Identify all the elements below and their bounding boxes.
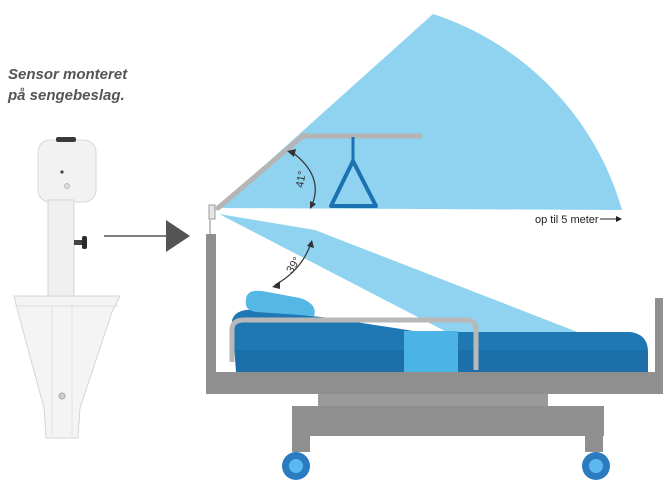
sensor-led xyxy=(60,170,64,174)
sensor-lens xyxy=(64,183,70,189)
wheel-leg-right xyxy=(585,434,603,452)
bed-side-rail xyxy=(229,317,479,370)
upper-angle-label: 41° xyxy=(294,170,309,188)
bed-bracket-plate xyxy=(13,295,121,439)
sensor-device xyxy=(13,137,121,439)
bed-frame-top xyxy=(206,372,663,394)
lower-angle-label: 39° xyxy=(284,255,303,275)
lower-angle-arrowhead-top xyxy=(307,240,314,248)
wheel-hub-right xyxy=(589,459,603,473)
sensor-top-cap xyxy=(56,137,76,142)
upper-detection-zone xyxy=(217,14,622,210)
bed-pillow xyxy=(245,290,315,316)
wheel-leg-left xyxy=(292,434,310,452)
upper-angle-arc xyxy=(291,151,316,206)
lower-angle-arrowhead-left xyxy=(272,281,280,289)
lower-detection-zone xyxy=(219,214,598,370)
upper-angle-marker xyxy=(287,149,316,209)
pointer-arrow xyxy=(104,220,190,252)
mounted-sensor-body xyxy=(208,204,216,220)
bed-lower-frame xyxy=(292,406,604,436)
trapeze-bar xyxy=(215,132,423,211)
clamp-knob-stem xyxy=(74,240,83,245)
caption-line-2: på sengebeslag. xyxy=(8,87,125,104)
hospital-bed xyxy=(206,234,663,480)
bed-underframe xyxy=(318,394,548,406)
sensor-caption: Sensor monteret på sengebeslag. xyxy=(8,64,208,106)
wheel-hub-left xyxy=(289,459,303,473)
clamp-knob-icon xyxy=(82,236,87,249)
sensor-pole xyxy=(47,199,75,299)
detection-zones xyxy=(217,14,622,370)
sensor-head xyxy=(37,139,97,203)
range-label: op til 5 meter xyxy=(535,214,599,226)
range-arrow-head xyxy=(616,216,622,222)
pointer-arrow-head xyxy=(166,220,190,252)
trapeze-arm-diagonal xyxy=(215,132,307,211)
bracket-screw-icon xyxy=(58,392,66,400)
bed-headboard xyxy=(206,234,216,394)
trapeze-handle xyxy=(329,159,378,208)
upper-angle-arrowhead-bottom xyxy=(310,201,316,209)
caption-line-1: Sensor monteret xyxy=(8,66,128,83)
bed-footboard xyxy=(655,298,663,394)
bed-blanket-panel xyxy=(404,331,458,373)
lower-angle-marker xyxy=(272,240,314,289)
upper-angle-arrowhead-top xyxy=(287,149,296,157)
